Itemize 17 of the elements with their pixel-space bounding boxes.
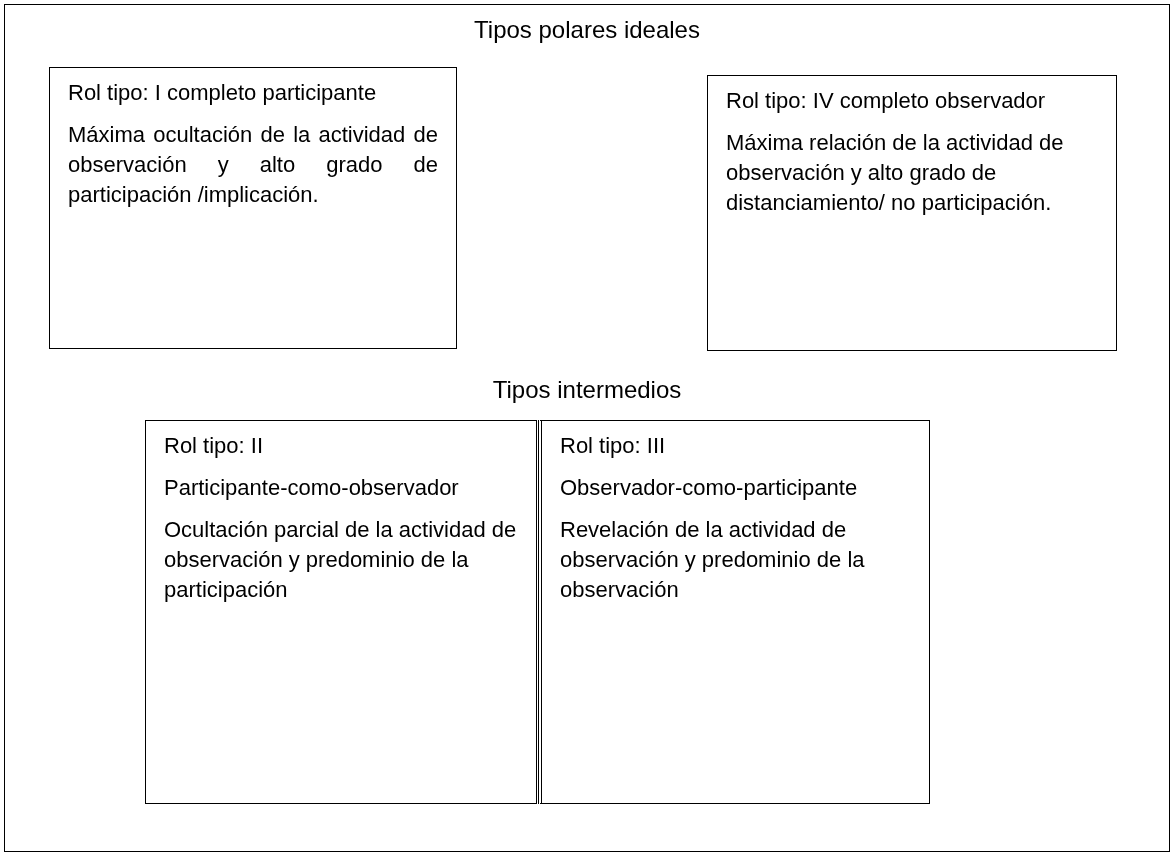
section-heading: Tipos polares ideales [473, 15, 701, 45]
role-heading: Rol tipo: III [560, 432, 667, 460]
role-box [538, 420, 930, 804]
role-heading: Rol tipo: I completo participante [68, 79, 378, 107]
role-description: Ocultación parcial de la actividad de observación y predominio de la participación [164, 516, 518, 604]
diagram-frame [4, 4, 1170, 852]
role-box [707, 75, 1117, 351]
section-heading: Tipos intermedios [491, 375, 683, 405]
role-description: Máxima relación de la actividad de observación y alto grado de distanciamiento/ no participación. [726, 129, 1065, 217]
role-heading: Rol tipo: IV completo observador [726, 87, 1047, 115]
role-description: Máxima ocultación de la actividad de observación y alto grado de participación /implicación. [68, 121, 438, 209]
role-description: Observador-como-participante [560, 474, 859, 502]
role-description: Revelación de la actividad de observación y predominio de la observación [560, 516, 866, 604]
role-box [49, 67, 457, 349]
role-description: Participante-como-observador [164, 474, 460, 502]
role-heading: Rol tipo: II [164, 432, 265, 460]
role-box [145, 420, 537, 804]
